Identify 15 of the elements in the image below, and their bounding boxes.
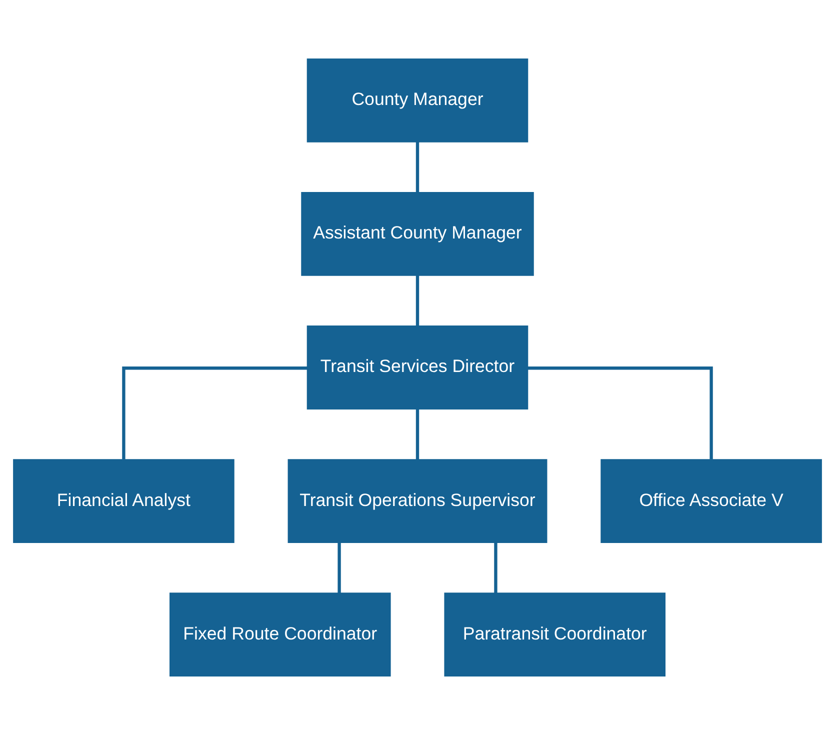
node-box: Financial Analyst (13, 458, 234, 542)
node-box: Assistant County Manager (301, 192, 534, 276)
connector (416, 274, 420, 326)
connector (338, 542, 341, 593)
connector (122, 366, 308, 459)
node-box: Office Associate V (600, 458, 822, 542)
node-box: Transit Services Director (306, 325, 528, 409)
node-box: County Manager (306, 58, 528, 142)
connector (528, 366, 713, 459)
node-box: Fixed Route Coordinator (170, 592, 391, 676)
connector (494, 542, 498, 593)
connector (416, 408, 420, 460)
node-box: Paratransit Coordinator (444, 592, 666, 676)
connector (416, 141, 420, 192)
node-box: Transit Operations Supervisor (288, 458, 548, 542)
